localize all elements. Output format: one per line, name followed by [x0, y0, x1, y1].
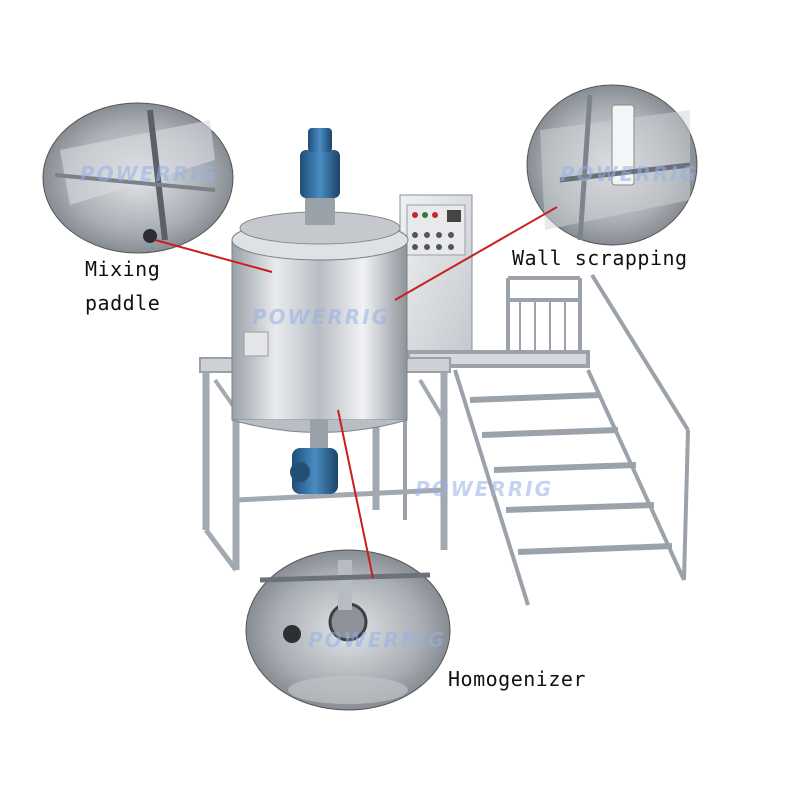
mixing-paddle-detail [42, 102, 234, 254]
callout-lines [154, 206, 558, 579]
homogenizer-detail [245, 549, 451, 711]
watermark-4: POWERRIG [415, 477, 554, 501]
callout-line-mixing-paddle [154, 239, 273, 273]
watermark-2: POWERRIG [560, 162, 699, 186]
callout-line-homogenizer [337, 409, 374, 579]
watermark-5: POWERRIG [308, 628, 447, 652]
control-panel [399, 194, 473, 356]
mixing-paddle-label-line1: Mixing [85, 257, 161, 281]
top-motor [300, 128, 340, 225]
wall-scrapping-detail [526, 84, 698, 246]
watermark-1: POWERRIG [80, 162, 219, 186]
wall-scrapping-label: Wall scrapping [512, 246, 688, 270]
mixing-paddle-label-line2: paddle [85, 291, 161, 315]
bottom-motor [290, 420, 338, 494]
callout-line-wall-scrapping [394, 206, 558, 301]
watermark-3: POWERRIG [252, 305, 391, 329]
platform-stairs [403, 273, 690, 606]
homogenizer-label: Homogenizer [448, 667, 586, 691]
